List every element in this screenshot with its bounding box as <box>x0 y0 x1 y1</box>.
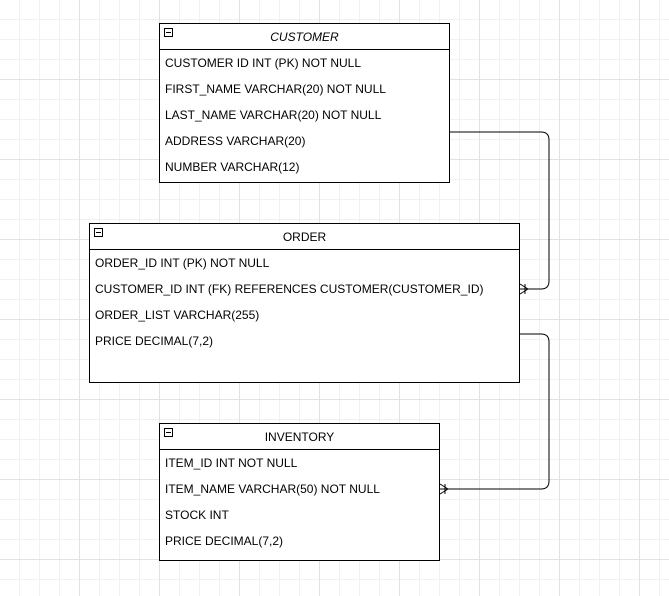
customer-field[interactable]: LAST_NAME VARCHAR(20) NOT NULL <box>165 108 382 122</box>
order-entity-header[interactable]: ORDER <box>90 224 519 250</box>
order-field[interactable]: CUSTOMER_ID INT (FK) REFERENCES CUSTOMER… <box>95 282 484 296</box>
inventory-field[interactable]: STOCK INT <box>165 508 229 522</box>
inventory-field[interactable]: PRICE DECIMAL(7,2) <box>165 534 284 548</box>
order-field[interactable]: PRICE DECIMAL(7,2) <box>95 334 214 348</box>
customer-field[interactable]: NUMBER VARCHAR(12) <box>165 160 300 174</box>
crowfoot-end-order-icon <box>519 283 529 295</box>
customer-field[interactable]: ADDRESS VARCHAR(20) <box>165 134 306 148</box>
customer-entity[interactable]: CUSTOMER CUSTOMER ID INT (PK) NOT NULL F… <box>159 23 450 183</box>
inventory-entity[interactable]: INVENTORY ITEM_ID INT NOT NULL ITEM_NAME… <box>159 423 440 561</box>
inventory-field[interactable]: ITEM_ID INT NOT NULL <box>165 456 298 470</box>
inventory-field[interactable]: ITEM_NAME VARCHAR(50) NOT NULL <box>165 482 380 496</box>
customer-entity-title: CUSTOMER <box>270 30 339 44</box>
collapse-minus-icon[interactable] <box>164 428 173 437</box>
customer-entity-header[interactable]: CUSTOMER <box>160 24 449 50</box>
customer-field[interactable]: CUSTOMER ID INT (PK) NOT NULL <box>165 56 362 70</box>
customer-field[interactable]: FIRST_NAME VARCHAR(20) NOT NULL <box>165 82 386 96</box>
order-entity-title: ORDER <box>282 230 327 244</box>
inventory-entity-title: INVENTORY <box>264 430 335 444</box>
order-field[interactable]: ORDER_ID INT (PK) NOT NULL <box>95 256 270 270</box>
collapse-minus-icon[interactable] <box>94 228 103 237</box>
crowfoot-end-inventory-icon <box>439 483 449 495</box>
collapse-minus-icon[interactable] <box>164 28 173 37</box>
inventory-entity-header[interactable]: INVENTORY <box>160 424 439 450</box>
order-entity[interactable]: ORDER ORDER_ID INT (PK) NOT NULL CUSTOME… <box>89 223 520 383</box>
order-field[interactable]: ORDER_LIST VARCHAR(255) <box>95 308 260 322</box>
